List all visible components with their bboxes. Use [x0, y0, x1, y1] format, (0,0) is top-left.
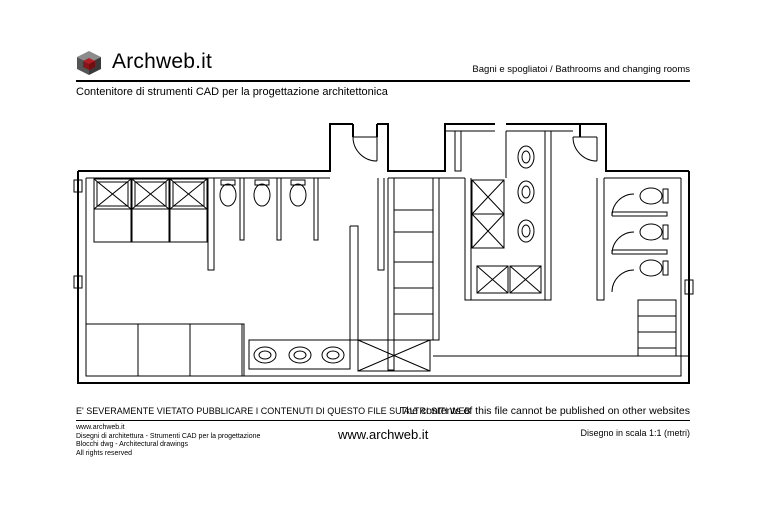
corridor-benches	[393, 209, 434, 341]
footer-line: Disegni di architettura - Strumenti CAD …	[76, 432, 261, 440]
wc-cubicles-left	[219, 178, 319, 241]
category-label: Bagni e spogliatoi / Bathrooms and chang…	[472, 64, 690, 75]
doors	[352, 136, 598, 162]
sinks-bottom	[248, 339, 351, 370]
subtitle: Contenitore di strumenti CAD per la prog…	[76, 86, 388, 98]
lockers-right	[637, 299, 677, 357]
lockers-bottom-left	[85, 323, 245, 377]
footer-credits: www.archweb.it Disegni di architettura -…	[76, 424, 260, 458]
wc-cubicles-right	[611, 187, 669, 293]
footer-line: All rights reserved	[76, 449, 133, 457]
interior-walls	[207, 131, 689, 371]
logo-icon	[77, 51, 101, 75]
footer-url[interactable]: www.archweb.it	[338, 427, 429, 442]
benches-left	[93, 208, 208, 243]
footer-line: Blocchi dwg - Architectural drawings	[76, 441, 189, 449]
sinks-middle	[517, 145, 535, 243]
notice-italian: E' SEVERAMENTE VIETATO PUBBLICARE I CONT…	[76, 406, 471, 416]
footer-divider	[76, 420, 690, 421]
window-openings	[73, 179, 694, 295]
outer-walls	[77, 123, 690, 384]
scale-note: Disegno in scala 1:1 (metri)	[580, 428, 690, 438]
notice-english: The contents of this file cannot be publ…	[399, 405, 690, 417]
footer-line: www.archweb.it	[76, 424, 125, 431]
shower-trays-left	[93, 178, 208, 210]
header-divider	[76, 80, 690, 82]
shower-trays-middle	[471, 179, 542, 294]
brand-name: Archweb.it	[112, 50, 213, 73]
outer-walls-inner-line	[85, 130, 682, 377]
